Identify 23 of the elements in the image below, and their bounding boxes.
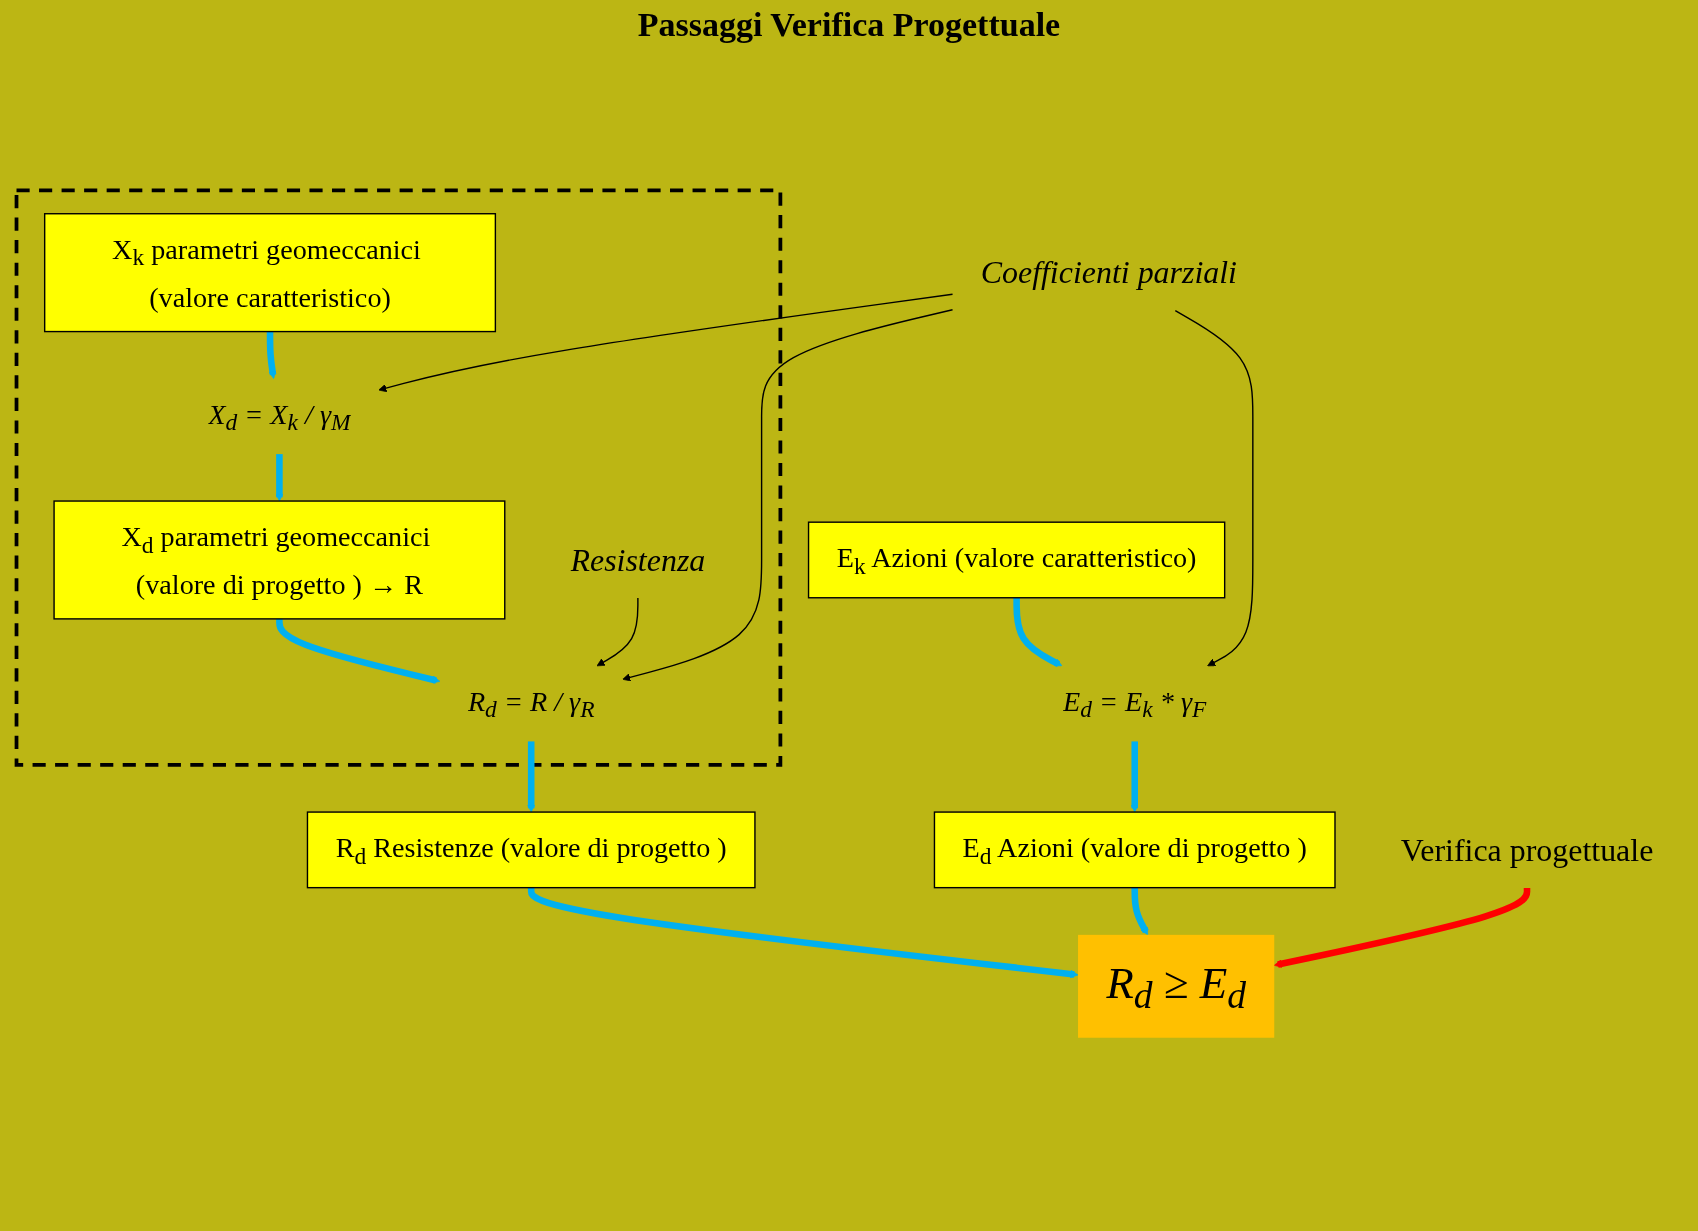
arrow (378, 293, 954, 393)
node-text: E$_{d}$ = E$_{k}$ * γ$_{F}$ (1063, 685, 1207, 723)
arrow (1130, 741, 1139, 813)
arrow (1013, 597, 1063, 667)
node-box: X$_{d}$ parametri geomeccanici (valore di progetto ) → R (53, 500, 506, 620)
arrow (1273, 887, 1531, 968)
arrow (527, 741, 536, 813)
node-text: R$_{d}$ = R / γ$_{R}$ (467, 685, 595, 723)
node-text: Verifica progettuale (1400, 832, 1654, 868)
node-box: X$_{k}$ parametri geomeccanici (valore caratteristico) (43, 213, 497, 333)
cluster (14, 188, 783, 767)
diagram-title: Passaggi Verifica Progettuale (636, 6, 1062, 44)
node-box: R$_{d}$ Resistenze (valore di progetto ) (306, 811, 756, 889)
arrow (266, 331, 277, 379)
node-text: Resistenza (570, 542, 706, 578)
node-box: E$_{k}$ Azioni (valore caratteristico) (807, 521, 1226, 599)
arrow (596, 597, 639, 667)
node-box: R$_{d}$ ≥ E$_{d}$ (1078, 934, 1275, 1038)
node-text: Coefficienti parziali (980, 255, 1237, 291)
arrow (1131, 887, 1149, 936)
arrow (1174, 309, 1254, 667)
arrow (622, 309, 954, 682)
node-box: E$_{d}$ Azioni (valore di progetto ) (933, 811, 1336, 889)
